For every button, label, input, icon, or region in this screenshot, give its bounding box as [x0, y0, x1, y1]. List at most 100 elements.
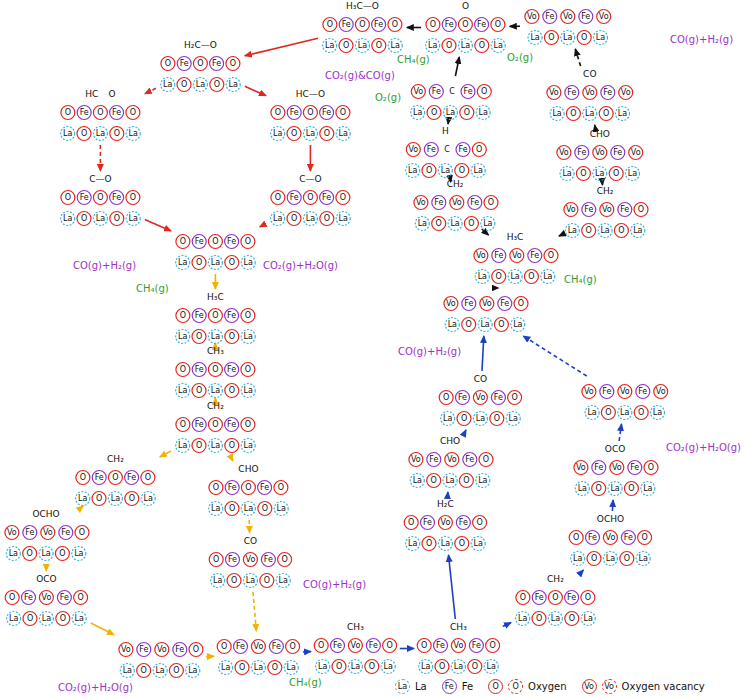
lattice-row-line: La O La O La [518, 606, 593, 627]
lattice-row: La O La O La [408, 163, 483, 179]
lattice-row: La O La O La [418, 216, 493, 232]
lattice-row: La O La O La [552, 106, 627, 122]
adsorbate-label: O [462, 1, 469, 12]
adsorbate-label: H₃C [207, 292, 224, 303]
surface-structure: O Fe O Fe O La O La O La [173, 228, 258, 272]
lattice-row: La O La O La [78, 491, 153, 507]
adsorbate-row: H [408, 126, 483, 137]
lattice-row: Vo Fe Vo Fe O [411, 452, 489, 468]
adsorbate-label: CH₃ [347, 622, 364, 633]
reaction-arrow [145, 220, 171, 231]
adsorbate-row: CH₂ [566, 186, 644, 197]
lattice-row-line: O Fe Vo Fe O [573, 525, 648, 546]
adsorbate-row: OCO [576, 444, 654, 455]
legend-sample: Fe [442, 679, 457, 694]
lattice-row: La O La O La [273, 126, 348, 142]
lattice-row: La O La O La [568, 223, 643, 239]
lattice-row: La O La O La [178, 255, 253, 271]
lattice-row: Vo Fe Vo Fe Vo [549, 85, 631, 101]
lattice-row: O Fe O Fe O [180, 417, 251, 433]
lattice-row: O Fe O Fe O [327, 17, 398, 33]
surface-structure: COO Fe Vo Fe OLa O La O La [208, 535, 293, 590]
lattice-row: La O La O La [318, 659, 393, 675]
reaction-arrow [215, 274, 217, 289]
lattice-row: O Fe Vo Fe O [443, 390, 518, 406]
reaction-arrow [465, 430, 467, 433]
surface-structure: H₃C—OO Fe O Fe OLa O La O La [320, 0, 405, 55]
lattice-row: O Fe Vo Fe O [318, 638, 393, 654]
reaction-arrow [260, 224, 266, 227]
surface-structure: CH₃ O Fe Vo Fe O La O La O La [313, 621, 398, 676]
surface-structure: OO Fe O Fe OLa O La O La [423, 0, 508, 55]
adsorbate-label: OCO [605, 444, 625, 455]
lattice-row: La O La O La [178, 329, 253, 345]
lattice-row-line: Vo Fe Vo Fe O [566, 197, 644, 218]
lattice-row: Vo Fe C Fe O [408, 142, 482, 158]
adsorbate-label: OCO [36, 574, 56, 585]
legend-text: Fe [462, 680, 473, 694]
lattice-row: O Fe O Fe O [65, 105, 136, 121]
surface-structure: COVo Fe Vo Fe VoLa O La O La [544, 68, 636, 123]
lattice-row: O Fe O Fe O [65, 190, 136, 206]
lattice-row-line: La O La O La [576, 476, 654, 497]
reaction-arrow [582, 570, 585, 571]
lattice-row: O Fe Vo Fe O [9, 590, 84, 606]
surface-structure: Vo Fe Vo Fe O La O La O La [441, 290, 529, 334]
adsorbate-label: CHO [440, 436, 460, 447]
lattice-row-line: La O La O La [7, 541, 85, 562]
adsorbate-row: OCHO [7, 509, 85, 520]
lattice-row: La O La O La [273, 211, 348, 227]
lattice-row: O Fe O Fe O [275, 105, 346, 121]
surface-structure: CH₂ Vo Fe Vo Fe O La O La O La [561, 185, 649, 240]
lattice-row-line: La O La O La [527, 25, 609, 46]
adsorbate-label: OCHO [32, 509, 59, 520]
lattice-row: La O La O La [213, 573, 288, 589]
lattice-row: Vo Fe Vo Fe O [576, 460, 654, 476]
lattice-row-line: Vo Fe Vo Fe Vo [559, 140, 641, 161]
lattice-row: La O La O La [443, 411, 518, 427]
lattice-row-line: Vo Fe Vo Fe O [446, 291, 524, 312]
adsorbate-label: CHO [590, 129, 610, 140]
adsorbate-label: H₂C—O [184, 40, 217, 51]
lattice-row-line: O Fe O Fe O [178, 303, 253, 324]
lattice-row: O Fe O Fe O [180, 234, 251, 250]
lattice-row: La O La O La [63, 211, 138, 227]
lattice-row: La O La O La [413, 473, 488, 489]
reaction-arrow [482, 336, 484, 371]
lattice-row: La O La O La [408, 536, 483, 552]
lattice-row: Vo Fe C Fe O [413, 84, 487, 100]
lattice-row-line: O Fe O Fe O [163, 51, 238, 72]
gas-species-label: CO₂(g)+H₂O(g) [58, 682, 133, 694]
lattice-row: Vo Fe Vo Fe O [566, 202, 644, 218]
lattice-row-line: O Fe Vo Fe O [213, 547, 288, 568]
adsorbate-row: H₃C—O [325, 1, 400, 12]
surface-structure: CH₃O Fe Vo Fe OLa O La O La [416, 621, 501, 676]
surface-structure: Vo Fe Vo Fe VoLa O La O La [579, 378, 671, 422]
surface-structure: Vo Fe Vo Fe VoLa O La O La [522, 3, 614, 47]
lattice-row: La O La O La [573, 551, 648, 567]
surface-structure: CH₂O Fe O Fe OLa O La O La [173, 400, 258, 455]
reaction-arrow [447, 123, 449, 124]
lattice-row: La O La O La [518, 611, 593, 627]
adsorbate-row: H₃C [178, 292, 253, 303]
surface-structure: HCOO Fe O Fe OLa O La O La [58, 88, 143, 143]
legend-sample: O [508, 679, 523, 694]
lattice-row: La O La O La [178, 383, 253, 399]
gas-species-label: CO₂(g)+H₂O(g) [666, 442, 741, 454]
lattice-row: O Fe O Fe O [520, 590, 591, 606]
adsorbate-row: CH₂ [178, 401, 253, 412]
lattice-row: La O La O La [63, 126, 138, 142]
lattice-row: La O La O La [448, 317, 523, 333]
lattice-row-line: Vo Fe Vo Fe Vo [527, 4, 609, 25]
adsorbate-row: H₂C—O [163, 40, 238, 51]
lattice-row-line: Vo Fe Vo Fe O [576, 455, 654, 476]
lattice-row-line: La O La O La [273, 121, 348, 142]
adsorbate-label: H₃C [507, 232, 524, 243]
adsorbate-label: CH₂ [447, 179, 464, 190]
gas-species-label: CO₂(g)&CO(g) [325, 70, 395, 82]
reaction-arrow [310, 145, 312, 171]
lattice-row-line: La O La O La [63, 121, 138, 142]
lattice-row-line: La O La O La [413, 100, 488, 121]
lattice-row-line: O Fe Vo Fe O [408, 510, 483, 531]
